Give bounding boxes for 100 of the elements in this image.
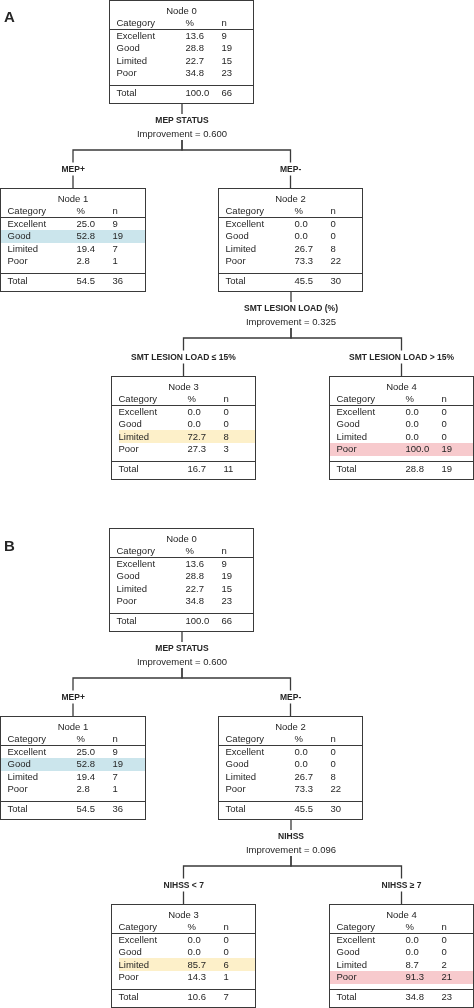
total-percent: 10.6 xyxy=(187,990,206,1003)
percent-value: 26.7 xyxy=(294,242,313,255)
percent-value: 0.0 xyxy=(294,217,308,230)
percent-value: 2.8 xyxy=(76,783,90,795)
total-label: Total xyxy=(7,274,28,287)
count-value: 0 xyxy=(223,933,229,946)
total-label: Total xyxy=(118,462,139,475)
count-value: 15 xyxy=(221,582,233,595)
category-label: Limited xyxy=(225,770,257,783)
count-value: 23 xyxy=(221,67,233,79)
category-label: Poor xyxy=(116,595,137,607)
node-title: Node 1 xyxy=(57,720,89,733)
category-label: Excellent xyxy=(118,933,158,946)
category-label: Good xyxy=(116,570,140,582)
category-label: Limited xyxy=(116,582,148,595)
category-label: Excellent xyxy=(118,405,158,418)
percent-value: 28.8 xyxy=(185,42,204,54)
count-value: 15 xyxy=(221,54,233,67)
category-label: Limited xyxy=(7,242,39,255)
node-title: Node 2 xyxy=(275,192,306,205)
column-header: % xyxy=(185,544,194,557)
count-value: 7 xyxy=(112,770,118,783)
percent-value: 22.7 xyxy=(185,582,204,595)
percent-value: 73.3 xyxy=(294,783,313,795)
node-title: Node 3 xyxy=(168,380,199,393)
count-value: 8 xyxy=(223,430,229,443)
category-label: Good xyxy=(336,946,360,958)
percent-value: 100.0 xyxy=(405,443,430,455)
count-value: 3 xyxy=(223,443,229,455)
percent-value: 85.7 xyxy=(187,958,206,971)
column-header: Category xyxy=(7,732,47,745)
column-header: % xyxy=(294,732,303,745)
total-percent: 54.5 xyxy=(76,802,95,815)
node-title: Node 0 xyxy=(166,4,197,17)
percent-value: 0.0 xyxy=(294,758,308,770)
count-value: 19 xyxy=(441,443,453,455)
category-label: Limited xyxy=(7,770,39,783)
percent-value: 26.7 xyxy=(294,770,313,783)
tree-node-box xyxy=(111,904,256,1008)
column-header: % xyxy=(187,392,196,405)
tree-node-box xyxy=(329,376,474,480)
percent-value: 0.0 xyxy=(405,933,419,946)
category-label: Limited xyxy=(118,958,150,971)
count-value: 0 xyxy=(441,430,447,443)
category-label: Poor xyxy=(225,255,246,267)
category-label: Poor xyxy=(336,971,357,983)
column-header: Category xyxy=(336,392,376,405)
total-count: 36 xyxy=(112,802,124,815)
column-header: % xyxy=(76,732,85,745)
category-label: Limited xyxy=(225,242,257,255)
tree-connector xyxy=(290,855,403,905)
split-variable-label: NIHSS xyxy=(278,830,304,843)
column-header: n xyxy=(330,204,336,217)
count-value: 7 xyxy=(112,242,118,255)
category-label: Poor xyxy=(118,971,139,983)
column-header: Category xyxy=(7,204,47,217)
percent-value: 52.8 xyxy=(76,230,95,242)
percent-value: 0.0 xyxy=(405,946,419,958)
percent-value: 0.0 xyxy=(187,933,201,946)
node-title: Node 4 xyxy=(386,380,417,393)
count-value: 1 xyxy=(112,255,118,267)
percent-value: 34.8 xyxy=(185,595,204,607)
tree-connector xyxy=(181,103,183,115)
total-count: 36 xyxy=(112,274,124,287)
category-label: Good xyxy=(116,42,140,54)
category-label: Good xyxy=(336,418,360,430)
tree-node-box xyxy=(218,188,363,292)
count-value: 1 xyxy=(223,971,229,983)
percent-value: 13.6 xyxy=(185,29,204,42)
branch-label: MEP- xyxy=(278,163,304,175)
count-value: 21 xyxy=(441,971,453,983)
percent-value: 8.7 xyxy=(405,958,419,971)
tree-node-box xyxy=(329,904,474,1008)
branch-label: SMT LESION LOAD ≤ 15% xyxy=(129,351,238,363)
category-label: Limited xyxy=(118,430,150,443)
tree-connector xyxy=(290,327,403,377)
category-label: Excellent xyxy=(225,217,265,230)
count-value: 9 xyxy=(221,29,227,42)
count-value: 22 xyxy=(330,783,342,795)
total-percent: 28.8 xyxy=(405,462,424,475)
category-label: Limited xyxy=(336,430,368,443)
column-header: n xyxy=(221,16,227,29)
branch-label: MEP+ xyxy=(59,691,87,703)
total-label: Total xyxy=(118,990,139,1003)
node-title: Node 1 xyxy=(57,192,89,205)
branch-label: NIHSS ≥ 7 xyxy=(379,879,424,891)
total-count: 11 xyxy=(223,462,234,475)
branch-label: MEP+ xyxy=(59,163,87,175)
tree-connector xyxy=(181,667,292,717)
percent-value: 25.0 xyxy=(76,217,95,230)
split-variable-label: MEP STATUS xyxy=(155,642,209,655)
total-label: Total xyxy=(225,802,246,815)
count-value: 19 xyxy=(112,230,124,242)
tree-connector xyxy=(181,631,183,643)
tree-node-box xyxy=(111,376,256,480)
tree-connector xyxy=(181,139,292,189)
percent-value: 0.0 xyxy=(405,418,419,430)
total-percent: 100.0 xyxy=(185,614,210,627)
category-label: Good xyxy=(225,230,249,242)
node-title: Node 4 xyxy=(386,908,417,921)
